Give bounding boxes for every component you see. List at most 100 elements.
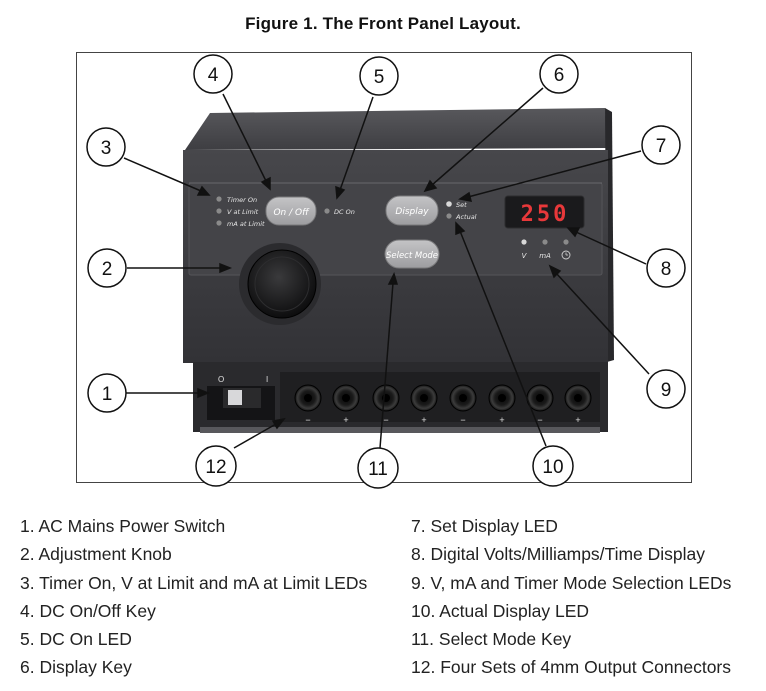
legend-item: 4. DC On/Off Key: [20, 600, 156, 621]
arrowhead-4: [260, 176, 271, 191]
timer-mode-led: [563, 239, 569, 245]
connector-pair-3: − +: [449, 384, 516, 425]
dc-on-led: [324, 208, 330, 214]
callouts: 1 2 3 4 5 6 7 8: [86, 54, 686, 489]
v-mode-led: [521, 239, 527, 245]
knob-ring: [254, 256, 310, 312]
legend-item: 11. Select Mode Key: [411, 629, 572, 650]
leader-lines: [123, 87, 650, 449]
timer-on-label: Timer On: [227, 196, 257, 204]
output-connectors: − + − + − + − +: [294, 384, 592, 425]
legend-column-right: 7. Set Display LED 8. Digital Volts/Mill…: [411, 512, 731, 682]
knob-body[interactable]: [247, 249, 317, 319]
adjustment-knob[interactable]: [239, 243, 321, 325]
callout-10: 10: [532, 445, 574, 487]
set-label: Set: [456, 201, 467, 209]
callout-number: 9: [661, 380, 672, 401]
v-mode-label: V: [522, 252, 528, 260]
legend-item: 1. AC Mains Power Switch: [20, 516, 226, 536]
plus-label: +: [575, 415, 580, 425]
legend-item: 9. V, mA and Timer Mode Selection LEDs: [411, 572, 732, 593]
arrowhead-9: [548, 264, 562, 279]
callout-5: 5: [359, 56, 399, 96]
display-key-body[interactable]: [385, 195, 439, 226]
actual-display-led: [446, 213, 452, 219]
status-leds: Timer On V at Limit mA at Limit: [216, 196, 265, 228]
switch-on-mark: I: [266, 375, 268, 384]
minus-label: −: [305, 415, 310, 425]
dc-on-off-key[interactable]: On / Off: [265, 196, 317, 226]
callout-9: 9: [646, 369, 686, 409]
arrowhead-12: [271, 417, 286, 430]
callout-11: 11: [357, 447, 399, 489]
display-readout: 250: [521, 202, 570, 227]
connector-pair-1: − +: [294, 384, 360, 425]
connector-pair-4: − +: [526, 384, 592, 425]
callout-number: 8: [661, 259, 672, 280]
arrowhead-5: [335, 185, 346, 200]
callout-6: 6: [539, 54, 579, 94]
arrowhead-2: [219, 262, 233, 274]
ma-mode-led: [542, 239, 548, 245]
display-window: [504, 195, 585, 229]
leader-9: [555, 272, 650, 375]
ma-at-limit-label: mA at Limit: [227, 220, 265, 228]
leader-12: [233, 423, 277, 449]
legend-item: 10. Actual Display LED: [411, 600, 590, 621]
legend-column-left: 1. AC Mains Power Switch 2. Adjustment K…: [20, 512, 367, 682]
digital-display: 250: [504, 195, 585, 229]
switch-rocker-highlight: [228, 390, 242, 405]
arrowhead-8: [566, 227, 581, 238]
callout-7: 7: [641, 125, 681, 165]
callout-number: 1: [102, 384, 113, 405]
display-key-label: Display: [395, 207, 429, 217]
arrowhead-7: [458, 191, 473, 202]
callout-number: 4: [208, 65, 219, 86]
legend-item: 12. Four Sets of 4mm Output Connectors: [411, 657, 732, 678]
actual-label: Actual: [455, 213, 477, 221]
ma-at-limit-led: [216, 220, 222, 226]
legend-item: 8. Digital Volts/Milliamps/Time Display: [411, 544, 706, 565]
legend-item: 5. DC On LED: [20, 629, 132, 650]
legend-item: 7. Set Display LED: [411, 516, 558, 536]
plus-label: +: [421, 415, 426, 425]
arrowhead-1: [197, 387, 211, 399]
leader-5: [339, 96, 374, 191]
arrowhead-3: [196, 185, 211, 196]
minus-label: −: [537, 415, 542, 425]
select-mode-key-body[interactable]: [384, 239, 440, 269]
callout-number: 5: [374, 67, 385, 88]
dc-on-label: DC On: [334, 208, 355, 216]
front-panel-diagram: Timer On V at Limit mA at Limit On / Off…: [86, 54, 686, 489]
top-surface: [185, 108, 607, 150]
on-off-key-label: On / Off: [273, 208, 310, 218]
callout-number: 10: [542, 457, 563, 478]
mode-selection-leds: V mA: [521, 239, 571, 260]
leader-7: [467, 150, 642, 198]
base-lip: [200, 427, 600, 433]
plus-label: +: [343, 415, 348, 425]
ma-mode-label: mA: [539, 252, 551, 260]
legend-item: 3. Timer On, V at Limit and mA at Limit …: [20, 572, 368, 593]
select-mode-key-label: Select Mode: [386, 251, 438, 261]
leader-11: [379, 282, 394, 449]
callout-4: 4: [193, 54, 233, 94]
switch-off-mark: O: [218, 375, 224, 384]
display-key[interactable]: Display: [385, 195, 439, 226]
callout-number: 12: [205, 457, 226, 478]
leader-8: [575, 231, 647, 265]
on-off-key-body[interactable]: [265, 196, 317, 226]
plus-label: +: [499, 415, 504, 425]
arrowhead-11: [387, 271, 399, 285]
minus-label: −: [383, 415, 388, 425]
select-mode-key[interactable]: Select Mode: [384, 239, 440, 269]
leader-10: [459, 230, 547, 447]
leader-4: [222, 93, 267, 182]
callout-number: 3: [101, 138, 112, 159]
minus-label: −: [460, 415, 465, 425]
callout-number: 2: [102, 259, 113, 280]
ac-mains-power-switch[interactable]: O I: [207, 375, 275, 420]
arrowhead-6: [423, 179, 438, 193]
callout-number: 6: [554, 65, 565, 86]
v-at-limit-led: [216, 208, 222, 214]
